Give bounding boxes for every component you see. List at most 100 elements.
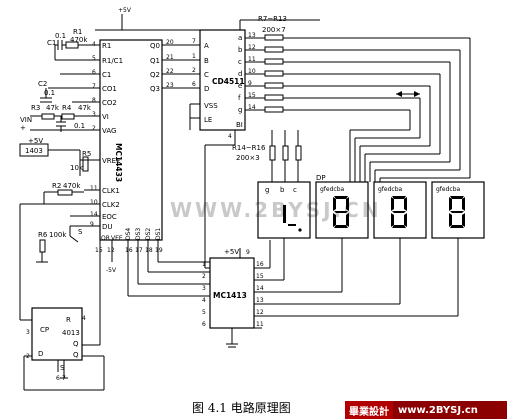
- svg-text:C1: C1: [102, 71, 111, 79]
- svg-text:10: 10: [248, 68, 256, 75]
- vin-terminal: VIN +: [20, 116, 32, 132]
- svg-text:5: 5: [202, 309, 206, 316]
- svg-text:12: 12: [107, 247, 115, 254]
- r14-r16-array: [269, 130, 302, 182]
- svg-text:R1: R1: [73, 28, 82, 36]
- left-vcc-label: +5V: [28, 137, 43, 145]
- mc14433-pin-q3: Q3 23: [150, 82, 178, 93]
- svg-text:R1/C1: R1/C1: [102, 57, 123, 65]
- svg-text:C: C: [204, 71, 209, 79]
- svg-text:16: 16: [256, 261, 264, 268]
- svg-text:OR: OR: [101, 235, 110, 242]
- svg-text:gfedcba: gfedcba: [378, 186, 403, 193]
- mc1413-right-pins: 16 15 14 13 12 11: [254, 238, 459, 329]
- svg-text:BI: BI: [236, 121, 243, 129]
- mc14433-pin-clk1: 11 CLK1: [84, 185, 120, 195]
- svg-text:VEE: VEE: [111, 235, 123, 242]
- r2-resistor: R2 470k: [52, 182, 81, 196]
- svg-text:1403: 1403: [25, 147, 43, 155]
- svg-text:9: 9: [90, 221, 94, 228]
- ref-1403: 1403: [19, 143, 49, 157]
- svg-text:D: D: [38, 350, 43, 358]
- svg-text:EOC: EOC: [102, 213, 117, 221]
- svg-text:DS2: DS2: [145, 228, 152, 240]
- svg-text:4: 4: [202, 297, 206, 304]
- svg-text:DU: DU: [102, 223, 113, 231]
- svg-text:VAG: VAG: [102, 127, 116, 135]
- cd4511-bi-pin: BI 4: [204, 121, 243, 269]
- svg-text:R4: R4: [62, 104, 72, 112]
- svg-text:11: 11: [248, 56, 256, 63]
- svg-text:7: 7: [92, 83, 96, 90]
- r6-resistor: R6 100k: [38, 231, 67, 253]
- c2-capacitor: C2 0.1: [38, 80, 55, 103]
- svg-text:10: 10: [90, 199, 98, 206]
- svg-text:0.1: 0.1: [44, 89, 55, 97]
- svg-text:11: 11: [256, 321, 264, 328]
- svg-text:D: D: [204, 85, 209, 93]
- svg-text:21: 21: [166, 54, 174, 61]
- footer-logo-site: www.2BYSJ.cn: [398, 404, 478, 416]
- svg-text:23: 23: [166, 82, 174, 89]
- svg-text:CLK1: CLK1: [102, 187, 120, 195]
- svg-text:3: 3: [202, 285, 206, 292]
- svg-text:0.1: 0.1: [74, 122, 85, 130]
- svg-text:6: 6: [192, 81, 196, 88]
- ic-4013: CP D R 4013 Q Q S 3 2 4 6 7: [23, 258, 105, 391]
- svg-text:e: e: [238, 82, 242, 90]
- svg-text:A: A: [204, 42, 209, 50]
- svg-text:11: 11: [90, 185, 98, 192]
- svg-text:VI: VI: [102, 113, 109, 121]
- svg-text:6: 6: [92, 69, 96, 76]
- svg-text:b: b: [238, 46, 243, 54]
- svg-text:4013: 4013: [62, 329, 80, 337]
- svg-text:1: 1: [202, 261, 206, 268]
- figure-caption: 图 4.1 电路原理图: [192, 400, 291, 415]
- svg-text:8: 8: [92, 97, 96, 104]
- svg-text:c: c: [238, 58, 242, 66]
- svg-text:7: 7: [192, 38, 196, 45]
- svg-text:6: 6: [202, 321, 206, 328]
- svg-text:19: 19: [155, 247, 163, 254]
- svg-text:Q3: Q3: [150, 85, 160, 93]
- svg-text:20: 20: [166, 39, 174, 46]
- svg-text:2: 2: [202, 273, 206, 280]
- svg-text:C1: C1: [47, 39, 56, 47]
- r14-r16-label: R14~R16: [232, 144, 266, 152]
- mc1413-vcc-pin: 9: [246, 249, 250, 256]
- svg-text:5: 5: [92, 55, 96, 62]
- svg-text:R: R: [66, 316, 71, 324]
- svg-text:R1: R1: [102, 42, 111, 50]
- svg-text:DS4: DS4: [125, 228, 132, 240]
- svg-text:a: a: [238, 34, 242, 42]
- svg-text:6: 6: [56, 375, 60, 382]
- svg-text:DS3: DS3: [135, 228, 142, 240]
- r5-resistor: R5 10k: [70, 150, 91, 176]
- svg-text:17: 17: [135, 247, 143, 254]
- svg-text:gfedcba: gfedcba: [320, 186, 345, 193]
- top-vcc-label: +5V: [118, 7, 132, 14]
- footer-logo-brand: 畢業設計: [345, 401, 393, 419]
- svg-text:470k: 470k: [70, 36, 88, 44]
- svg-text:47k: 47k: [46, 104, 60, 112]
- mc14433-chip: [99, 39, 163, 241]
- mc1413-vcc-label: +5V: [224, 248, 239, 256]
- svg-text:47k: 47k: [78, 104, 92, 112]
- svg-text:15: 15: [248, 92, 256, 99]
- mc14433-name: MC14433: [114, 143, 123, 182]
- r3-resistor: R3 47k: [31, 104, 60, 120]
- svg-text:Q2: Q2: [150, 71, 160, 79]
- c1-capacitor: C1 0.1: [47, 32, 66, 50]
- svg-text:12: 12: [256, 309, 264, 316]
- mc14433-pin-r1c1: 5 R1/C1: [60, 55, 123, 65]
- svg-text:18: 18: [145, 247, 153, 254]
- svg-text:4: 4: [82, 315, 86, 322]
- svg-text:3: 3: [92, 111, 96, 118]
